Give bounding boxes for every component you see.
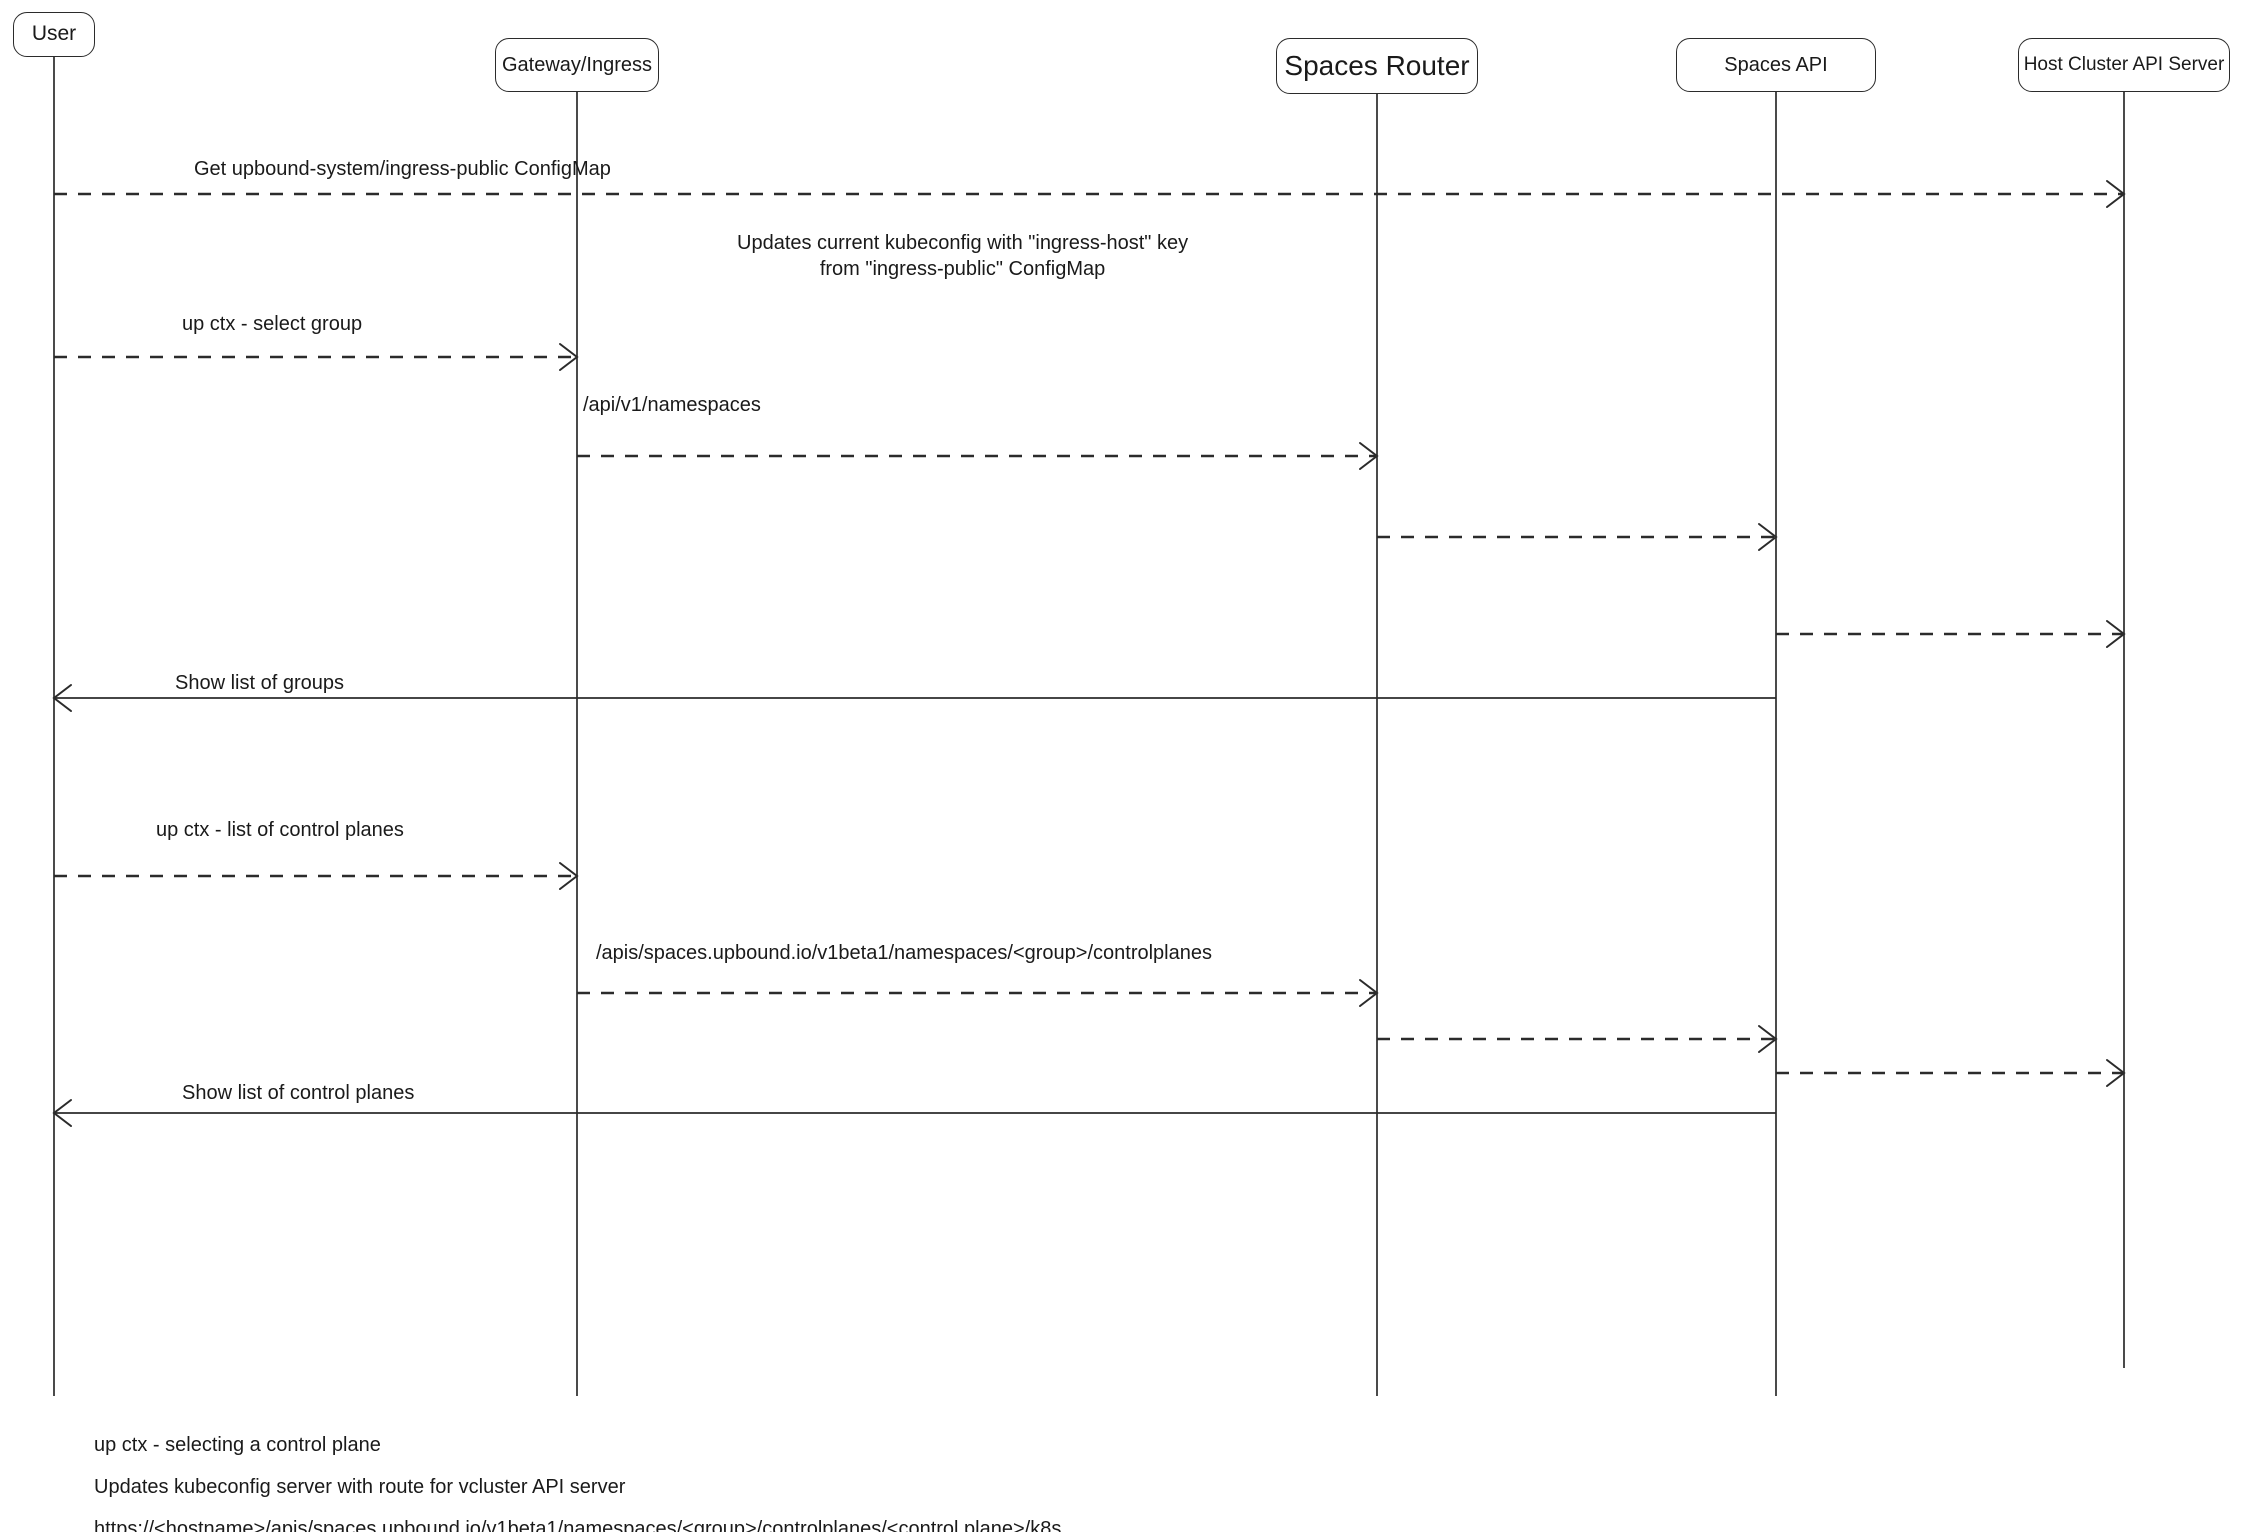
actor-box-host-cluster[interactable]: Host Cluster API Server — [2018, 38, 2230, 92]
actor-box-gateway[interactable]: Gateway/Ingress — [495, 38, 659, 92]
message-arrows-group — [52, 180, 2126, 1127]
actor-label-spaces-router: Spaces Router — [1284, 49, 1470, 81]
arrowhead-icon-m3 — [1359, 442, 1379, 470]
arrowhead-icon-m7 — [559, 862, 579, 890]
actor-box-user[interactable]: User — [13, 12, 95, 57]
arrowhead-icon-m10 — [2106, 1059, 2126, 1087]
arrowhead-icon-m1 — [2106, 180, 2126, 208]
message-label-m1: Get upbound-system/ingress-public Config… — [194, 158, 611, 180]
actor-label-host-cluster: Host Cluster API Server — [2023, 54, 2225, 76]
arrowhead-icon-m4 — [1758, 523, 1778, 551]
message-label-m3: /api/v1/namespaces — [583, 394, 761, 416]
lifelines-group — [53, 57, 2125, 1396]
message-label-m2: up ctx - select group — [182, 313, 363, 335]
footer-note-n1: up ctx - selecting a control plane — [94, 1434, 381, 1456]
message-label-m6: Show list of groups — [175, 672, 344, 694]
message-label-m7: up ctx - list of control planes — [156, 819, 404, 841]
message-label-m11: Show list of control planes — [182, 1082, 415, 1104]
actor-label-gateway: Gateway/Ingress — [501, 53, 653, 76]
arrowhead-icon-m6 — [52, 684, 72, 712]
arrowhead-icon-m2 — [559, 343, 579, 371]
footer-note-n3: https://<hostname>/apis/spaces.upbound.i… — [94, 1518, 1062, 1532]
arrowhead-icon-m9 — [1758, 1025, 1778, 1053]
actor-label-spaces-api: Spaces API — [1724, 53, 1828, 76]
arrowhead-icon-m11 — [52, 1099, 72, 1127]
footer-note-n2: Updates kubeconfig server with route for… — [94, 1476, 626, 1498]
arrowhead-icon-m5 — [2106, 620, 2126, 648]
actor-box-spaces-api[interactable]: Spaces API — [1676, 38, 1876, 92]
message-label-m8: /apis/spaces.upbound.io/v1beta1/namespac… — [596, 942, 1212, 964]
note-note-kubeconfig: Updates current kubeconfig with "ingress… — [737, 232, 1189, 280]
actor-label-user: User — [31, 22, 77, 46]
actor-box-spaces-router[interactable]: Spaces Router — [1276, 38, 1478, 94]
arrowhead-icon-m8 — [1359, 979, 1379, 1007]
